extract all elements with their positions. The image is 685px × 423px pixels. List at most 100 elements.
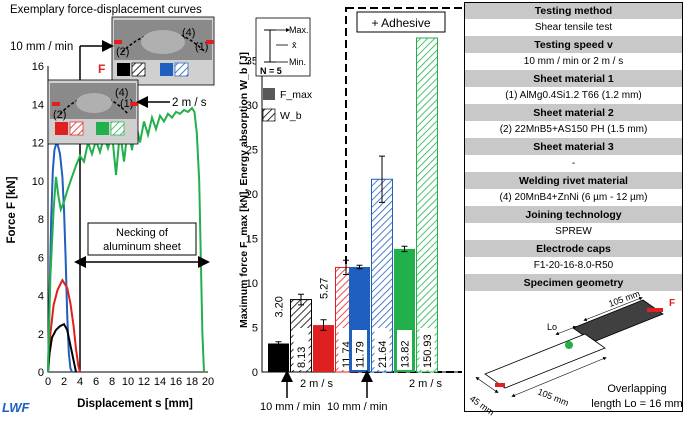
force-curve-0: [47, 143, 73, 373]
stat-key-max: Max.: [289, 25, 309, 35]
lwf-logo: LWF: [2, 400, 30, 415]
bar-ytick-label: 25: [246, 144, 258, 156]
left-xtick-label: 0: [45, 376, 51, 388]
error-bar: [379, 155, 385, 203]
error-bar: [275, 341, 282, 346]
left-ytick-label: 14: [32, 99, 44, 111]
left-ytick-label: 8: [38, 214, 44, 226]
bar-f_max: [268, 343, 289, 372]
table-value: 10 mm / min or 2 m / s: [465, 54, 682, 71]
stat-key: Max. x̄ Min. N = 5: [255, 17, 311, 77]
bar-legend: F_max W_b: [262, 88, 313, 122]
label-10mm-min: 10 mm / min: [10, 41, 73, 53]
specimen-dim-45: 45 mm: [468, 393, 496, 417]
error-bar: [298, 293, 304, 306]
bar-value-label: 8.13: [296, 347, 308, 368]
table-header: Sheet material 1: [465, 71, 682, 88]
bar-w_b: [416, 37, 438, 373]
bar-ytick-label: 20: [246, 189, 258, 201]
left-ytick-label: 12: [32, 138, 44, 150]
table-header: Electrode caps: [465, 241, 682, 258]
label-2ms: 2 m / s: [172, 97, 207, 109]
bar-x-labels: 10 mm / min 2 m / s 10 mm / min 2 m / s: [260, 370, 443, 413]
photo2-label-2: (2): [53, 109, 66, 121]
bar-value-label: 13.82: [400, 340, 412, 368]
bar-value-label: 5.27: [319, 278, 331, 299]
left-ytick-label: 10: [32, 176, 44, 188]
stat-key-mean: x̄: [292, 40, 297, 50]
overlap-line2: length Lo = 16 mm: [591, 398, 682, 410]
stat-key-n: N = 5: [260, 66, 282, 76]
table-value: (2) 22MnB5+AS150 PH (1.5 mm): [465, 122, 682, 139]
necking-label-line2: aluminum sheet: [103, 241, 181, 253]
bar-label-bg: [352, 330, 367, 370]
force-displacement-chart: Exemplary force-displacement curves Forc…: [2, 4, 215, 415]
bar-f_max: [313, 325, 334, 372]
specimen-lo: Lo: [547, 322, 557, 332]
specimen-photo-10mm: (4) (2) (1): [111, 16, 215, 86]
left-xtick-label: 16: [170, 376, 182, 388]
table-header: Sheet material 2: [465, 105, 682, 122]
table-header: Welding rivet material: [465, 173, 682, 190]
legend-wb: W_b: [280, 110, 302, 122]
left-xlabel: Displacement s [mm]: [77, 398, 193, 410]
left-ytick-label: 4: [38, 291, 44, 303]
left-ytick-label: 2: [38, 329, 44, 341]
left-xtick-label: 12: [138, 376, 150, 388]
table-value: -: [465, 156, 682, 173]
specimen-svg: F 105 mm Lo 105 mm 45 mm Overlapping len…: [468, 288, 683, 417]
left-ytick-label: 0: [38, 367, 44, 379]
error-bar: [320, 319, 327, 331]
left-ytick-label: 6: [38, 252, 44, 264]
left-ylabel: Force F [kN]: [6, 176, 18, 243]
bar-value-label: 21.64: [377, 340, 389, 368]
legend-fmax: F_max: [280, 89, 313, 101]
adhesive-label-box: [356, 11, 446, 33]
bar-label-bg: [374, 328, 390, 370]
bar-value-label: 11.79: [355, 341, 367, 368]
table-value: F1-20-16-8.0-R50: [465, 258, 682, 275]
error-bar: [401, 245, 408, 253]
adhesive-label: + Adhesive: [371, 16, 430, 30]
left-chart-title: Exemplary force-displacement curves: [10, 4, 202, 16]
bar-ytick-label: 15: [246, 233, 258, 245]
left-xtick-label: 6: [93, 376, 99, 388]
table-value: SPREW: [465, 224, 682, 241]
bar-xlabel-2ms-a: 2 m / s: [300, 378, 334, 390]
stat-key-min: Min.: [289, 57, 306, 67]
left-ytick-label: 16: [32, 61, 44, 73]
table-header: Sheet material 3: [465, 139, 682, 156]
photo2-label-1: (1): [120, 98, 133, 110]
bar-ytick-label: 10: [246, 278, 258, 290]
table-header: Testing speed v: [465, 37, 682, 54]
left-xtick-label: 14: [154, 376, 166, 388]
specimen-geometry-header: Specimen geometry: [465, 275, 682, 292]
specimen-f-label: F: [669, 298, 675, 309]
table-header: Joining technology: [465, 207, 682, 224]
bar-xlabel-10mm-a: 10 mm / min: [260, 401, 321, 413]
bar-label-bg: [397, 330, 412, 370]
overlap-line1: Overlapping: [607, 383, 666, 395]
table-value: (4) 20MnB4+ZnNi (6 µm - 12 µm): [465, 190, 682, 207]
left-xtick-label: 20: [202, 376, 214, 388]
force-label-f: F: [98, 62, 105, 76]
bar-xlabel-10mm-b: 10 mm / min: [327, 401, 388, 413]
bar-ylabel: Maximum force F_max [kN], Energy absorpt…: [238, 52, 250, 328]
left-xtick-label: 18: [186, 376, 198, 388]
photo1-label-4: (4): [182, 27, 195, 39]
bar-ytick-label: 30: [246, 100, 258, 112]
error-bar: [356, 264, 363, 270]
table-value: Shear tensile test: [465, 20, 682, 37]
left-xtick-label: 8: [109, 376, 115, 388]
specimen-photo-2ms: (4) (2) (1): [47, 79, 139, 145]
necking-label-box: [87, 222, 197, 256]
bar-ytick-label: 35: [246, 55, 258, 67]
table-header: Testing method: [465, 3, 682, 20]
necking-label-line1: Necking of: [116, 227, 169, 239]
bar-xlabel-2ms-b: 2 m / s: [409, 378, 443, 390]
bar-label-bg: [419, 328, 435, 370]
left-xtick-label: 2: [61, 376, 67, 388]
photo1-label-2: (2): [116, 46, 129, 58]
